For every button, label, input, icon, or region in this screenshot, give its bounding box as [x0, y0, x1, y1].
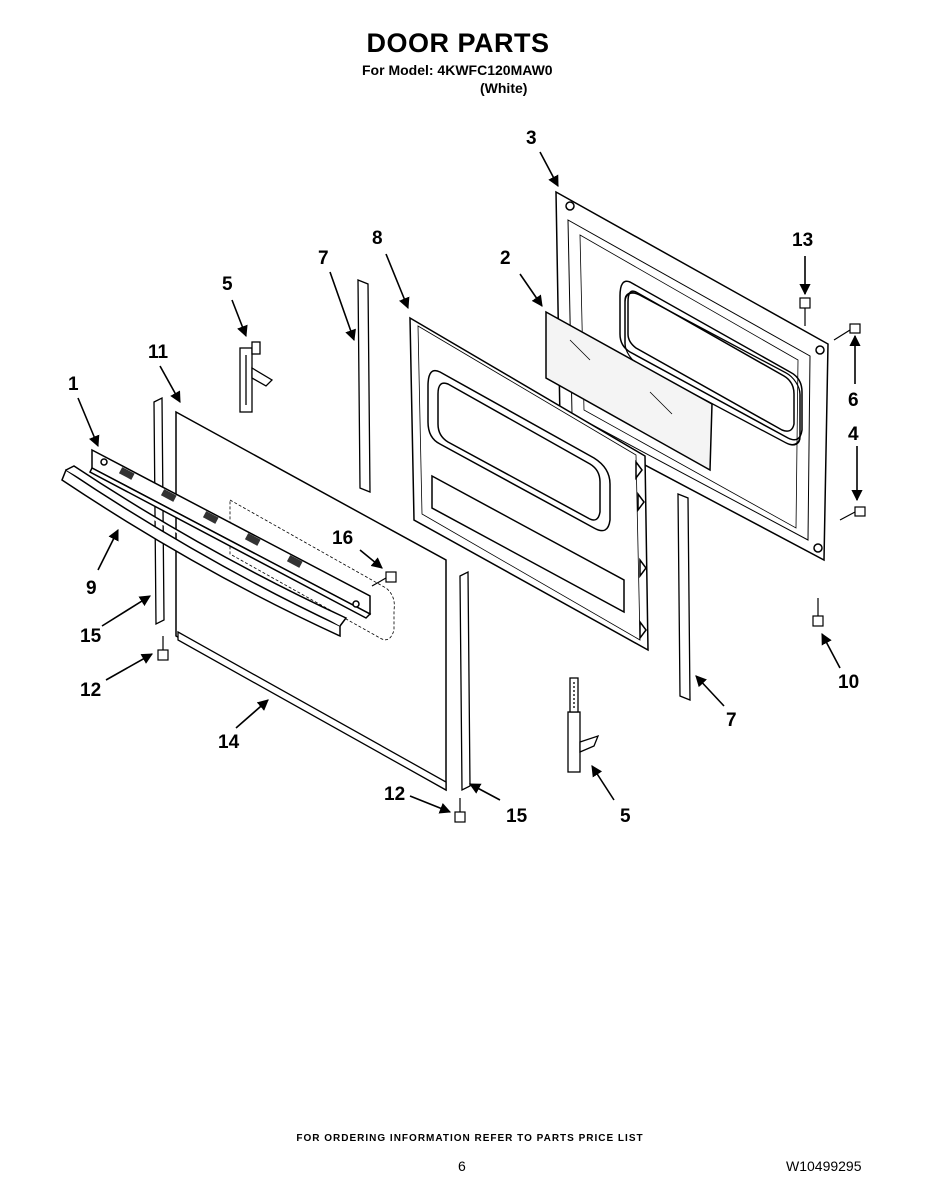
- document-number: W10499295: [786, 1158, 862, 1174]
- exploded-door-diagram: 3 2 13 6 4 10 8 7 5 11 1 9 15 12 14 16 1…: [61, 128, 866, 827]
- page-number: 6: [458, 1158, 466, 1174]
- callout-1: 1: [68, 374, 79, 395]
- inner-door-liner: [409, 316, 649, 652]
- side-trim-15-right: [459, 570, 471, 792]
- bottom-trim-14: [177, 630, 447, 792]
- callout-6: 6: [848, 390, 859, 411]
- callout-12-right: 12: [384, 784, 405, 805]
- screw-12-left: [157, 636, 169, 661]
- callout-9: 9: [86, 578, 97, 599]
- outer-door-window-outline: [619, 280, 803, 441]
- color-line: (White): [480, 80, 528, 96]
- hinge-5-upper: [239, 341, 274, 413]
- callout-15-right: 15: [506, 806, 528, 827]
- screw-13: [799, 297, 811, 326]
- door-glass: [545, 310, 713, 472]
- callout-4: 4: [848, 424, 859, 445]
- ordering-note: FOR ORDERING INFORMATION REFER TO PARTS …: [296, 1133, 644, 1144]
- side-trim-15-left: [153, 396, 165, 626]
- callout-11: 11: [148, 342, 169, 363]
- screw-10: [812, 598, 824, 627]
- screw-4: [839, 506, 866, 521]
- callout-numbers: 3 2 13 6 4 10 8 7 5 11 1 9 15 12 14 16 1…: [68, 128, 859, 827]
- callout-10: 10: [838, 672, 859, 693]
- callout-15-left: 15: [80, 626, 102, 647]
- callout-5-lower: 5: [620, 806, 631, 827]
- page-title: DOOR PARTS: [366, 28, 550, 58]
- callout-3: 3: [526, 128, 537, 149]
- callout-16: 16: [332, 528, 353, 549]
- hinge-channel-7-right: [677, 493, 691, 701]
- screw-16: [371, 571, 397, 587]
- hinge-5-lower: [567, 677, 600, 773]
- callout-2: 2: [500, 248, 511, 269]
- leader-lines: [77, 151, 863, 814]
- callout-5-upper: 5: [222, 274, 233, 295]
- callout-8: 8: [372, 228, 383, 249]
- screw-6: [833, 323, 861, 341]
- screw-12-right: [454, 798, 466, 823]
- vent-trim-1: [89, 448, 372, 619]
- callout-7-lower: 7: [726, 710, 737, 731]
- callout-7-upper: 7: [318, 248, 329, 269]
- door-handle-9: [61, 465, 348, 638]
- callout-12-left: 12: [80, 680, 101, 701]
- model-line: For Model: 4KWFC120MAW0: [362, 62, 553, 78]
- callout-14: 14: [218, 732, 240, 753]
- hinge-channel-7-left: [357, 279, 371, 493]
- callout-13: 13: [792, 230, 813, 251]
